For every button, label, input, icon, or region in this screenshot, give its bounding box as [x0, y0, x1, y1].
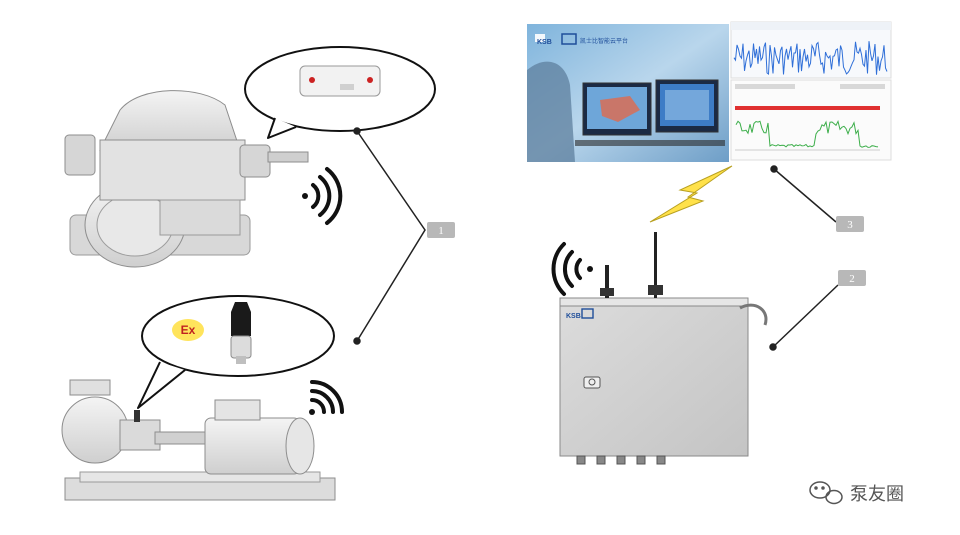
wifi-signal-icon	[302, 169, 340, 223]
callout-1-leader	[354, 128, 425, 344]
callout-badge-1: 1	[427, 222, 455, 238]
status-chart-panel	[731, 80, 891, 160]
camera-icon	[584, 377, 600, 388]
wechat-icon	[810, 482, 842, 504]
end-suction-pump	[62, 380, 335, 500]
svg-text:1: 1	[438, 225, 444, 237]
sensor-led	[367, 77, 373, 83]
antenna-icon	[648, 232, 663, 298]
sensor-led	[309, 77, 315, 83]
watermark: 泵友圈	[810, 482, 904, 505]
callout-badge-3: 3	[836, 216, 864, 232]
platform-brand: KSB	[537, 39, 552, 46]
watermark-text: 泵友圈	[850, 484, 904, 505]
trend-chart-panel	[731, 22, 891, 78]
callout-2-leader	[770, 285, 838, 350]
sensor-bubble-bottom: Ex	[138, 296, 334, 408]
platform-title: 凯士比智能云平台	[580, 37, 628, 45]
wifi-signal-icon	[553, 244, 593, 294]
sensor-bubble-top	[245, 47, 435, 138]
cable-glands	[577, 456, 665, 464]
svg-text:2: 2	[849, 273, 855, 285]
callout-3-leader	[771, 166, 836, 222]
gateway-brand: KSB	[566, 313, 581, 320]
wifi-signal-icon	[309, 382, 342, 415]
antenna-icon	[600, 265, 614, 298]
svg-text:3: 3	[847, 219, 853, 231]
ex-label: Ex	[181, 323, 196, 337]
callout-badge-2: 2	[838, 270, 866, 286]
lightning-icon	[650, 166, 732, 222]
gateway-box: KSB	[560, 298, 766, 464]
cloud-platform-screenshot: KSB 凯士比智能云平台	[527, 24, 729, 162]
